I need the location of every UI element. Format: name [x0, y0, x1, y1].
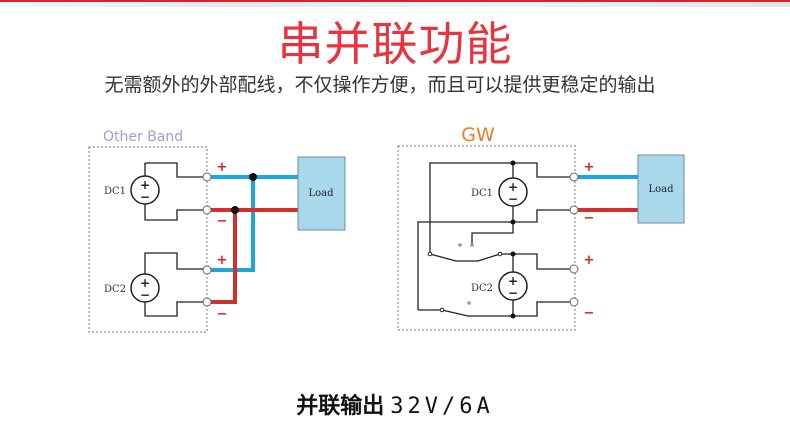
dc1-source: + − DC1 — [104, 162, 206, 221]
wiring-diagrams: Other Band + − DC1 + − DC2 — [88, 124, 685, 333]
svg-text:+: + — [508, 180, 518, 194]
other-band-label: Other Band — [103, 129, 183, 145]
terminal — [569, 264, 579, 274]
gw-label: GW — [461, 124, 495, 146]
load-label: Load — [308, 188, 334, 199]
svg-text:+: + — [140, 276, 150, 290]
terminal — [569, 205, 579, 215]
polarity-plus: + — [217, 253, 228, 268]
polarity-plus: + — [217, 160, 228, 175]
load-box — [297, 156, 346, 231]
svg-text:−: − — [508, 192, 518, 206]
caption-label: 并联输出 — [296, 394, 385, 419]
polarity-plus: + — [584, 160, 595, 175]
dc1-source — [498, 177, 528, 207]
diagram-gw: GW + − DC1 + − DC2 — [397, 124, 685, 331]
polarity-minus: − — [217, 307, 228, 322]
dc2-source — [498, 271, 528, 301]
svg-text:+: + — [508, 274, 518, 288]
svg-text:−: − — [140, 190, 150, 204]
load-box — [637, 154, 685, 224]
terminal — [569, 172, 579, 182]
dc1-label: DC1 — [471, 188, 493, 199]
terminal — [202, 297, 212, 307]
page-title: 串并联功能 — [277, 17, 513, 71]
dc1-label: DC1 — [104, 186, 126, 197]
caption-value: 32V/6A — [390, 394, 494, 419]
load-label: Load — [648, 184, 674, 195]
terminal — [202, 172, 212, 182]
gw-enclosure — [397, 145, 576, 331]
svg-text:−: − — [508, 286, 518, 300]
dc2-label: DC2 — [104, 284, 126, 295]
terminal — [202, 265, 212, 275]
dc2-source: + − DC2 — [104, 252, 206, 317]
negative-wire-dc2 — [211, 210, 237, 304]
svg-text:+: + — [140, 178, 150, 192]
polarity-plus: + — [584, 253, 595, 268]
junction-dot — [231, 206, 239, 214]
polarity-minus: − — [217, 214, 228, 229]
page-subtitle: 无需额外的外部配线，不仅操作方便，而且可以提供更稳定的输出 — [104, 74, 656, 96]
other-band-enclosure — [88, 146, 208, 333]
terminal — [202, 205, 212, 215]
junction-dot — [249, 173, 257, 181]
polarity-minus: − — [584, 211, 595, 226]
svg-text:−: − — [140, 288, 150, 302]
dc2-label: DC2 — [471, 283, 493, 294]
top-banner — [0, 0, 790, 7]
selector-switch-1 — [429, 253, 513, 262]
selector-switch-2 — [418, 309, 513, 317]
terminal — [569, 297, 579, 307]
polarity-minus: − — [584, 306, 595, 321]
diagram-other-band: Other Band + − DC1 + − DC2 — [88, 129, 346, 333]
